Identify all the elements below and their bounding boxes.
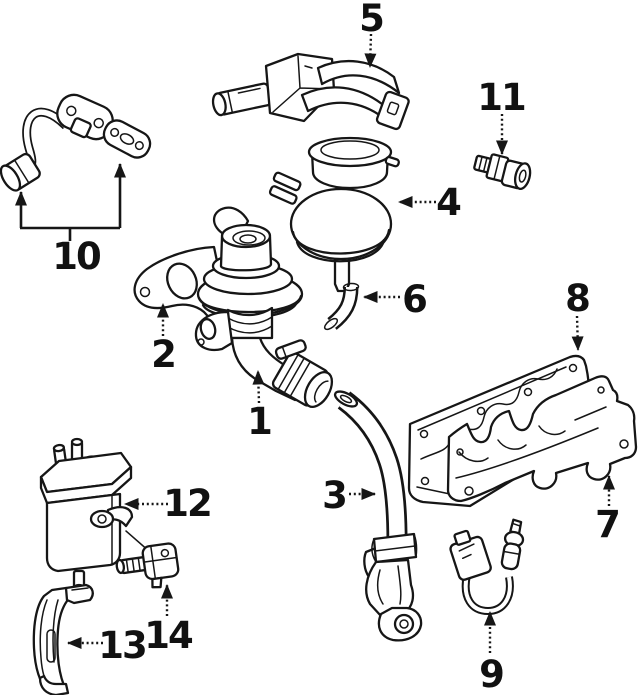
callout-3[interactable]: 3	[322, 474, 376, 517]
callout-12[interactable]: 12	[124, 482, 213, 525]
callout-8[interactable]: 8	[565, 277, 591, 351]
part-vacuum-valve	[473, 153, 532, 190]
part-heat-shield	[446, 375, 638, 503]
callout-bracket-10	[20, 226, 120, 241]
callout-7[interactable]: 7	[595, 475, 621, 546]
sensor-connector	[0, 152, 41, 192]
part-oxygen-sensor-rear	[449, 518, 525, 616]
callout-label-7[interactable]: 7	[595, 503, 621, 546]
callout-13[interactable]: 13	[67, 624, 148, 667]
callout-label-1[interactable]: 1	[247, 400, 273, 443]
callout-6[interactable]: 6	[363, 278, 428, 321]
sensor-flange	[56, 93, 114, 141]
sensor-gasket	[102, 119, 152, 159]
callout-label-9[interactable]: 9	[479, 653, 505, 695]
callout-arrow-5	[364, 33, 377, 68]
callout-label-11[interactable]: 11	[477, 76, 527, 119]
callout-label-3[interactable]: 3	[322, 474, 348, 517]
callout-label-6[interactable]: 6	[402, 278, 428, 321]
callout-14[interactable]: 14	[144, 584, 195, 657]
part-egr-valve	[194, 206, 334, 408]
callout-label-13[interactable]: 13	[98, 624, 148, 667]
callout-label-4[interactable]: 4	[436, 181, 463, 224]
callout-label-12[interactable]: 12	[163, 482, 213, 525]
callout-label-10[interactable]: 10	[52, 235, 102, 278]
callout-arrow-1	[252, 370, 265, 404]
part-check-valve	[115, 542, 180, 589]
callout-2[interactable]: 2	[151, 303, 177, 376]
callout-11[interactable]: 11	[477, 76, 527, 155]
callout-4[interactable]: 4	[398, 181, 463, 224]
part-egr-vacuum-modulator	[268, 136, 400, 293]
callout-label-5[interactable]: 5	[359, 0, 385, 40]
callout-label-14[interactable]: 14	[144, 614, 195, 657]
callout-9[interactable]: 9	[479, 611, 505, 695]
callout-label-2[interactable]: 2	[151, 333, 177, 376]
callout-5[interactable]: 5	[359, 0, 385, 68]
callout-arrow-8	[571, 315, 584, 351]
part-vacuum-hose	[323, 282, 360, 331]
part-egr-pipe	[333, 390, 423, 642]
callout-10[interactable]: 10	[15, 163, 126, 278]
part-oxygen-sensor-front	[0, 93, 152, 192]
callout-1[interactable]: 1	[247, 370, 273, 443]
part-canister-bracket	[32, 583, 94, 695]
callout-label-8[interactable]: 8	[565, 277, 591, 320]
part-mounting-clamp	[211, 52, 410, 131]
valve-mounting-ear	[194, 310, 234, 352]
